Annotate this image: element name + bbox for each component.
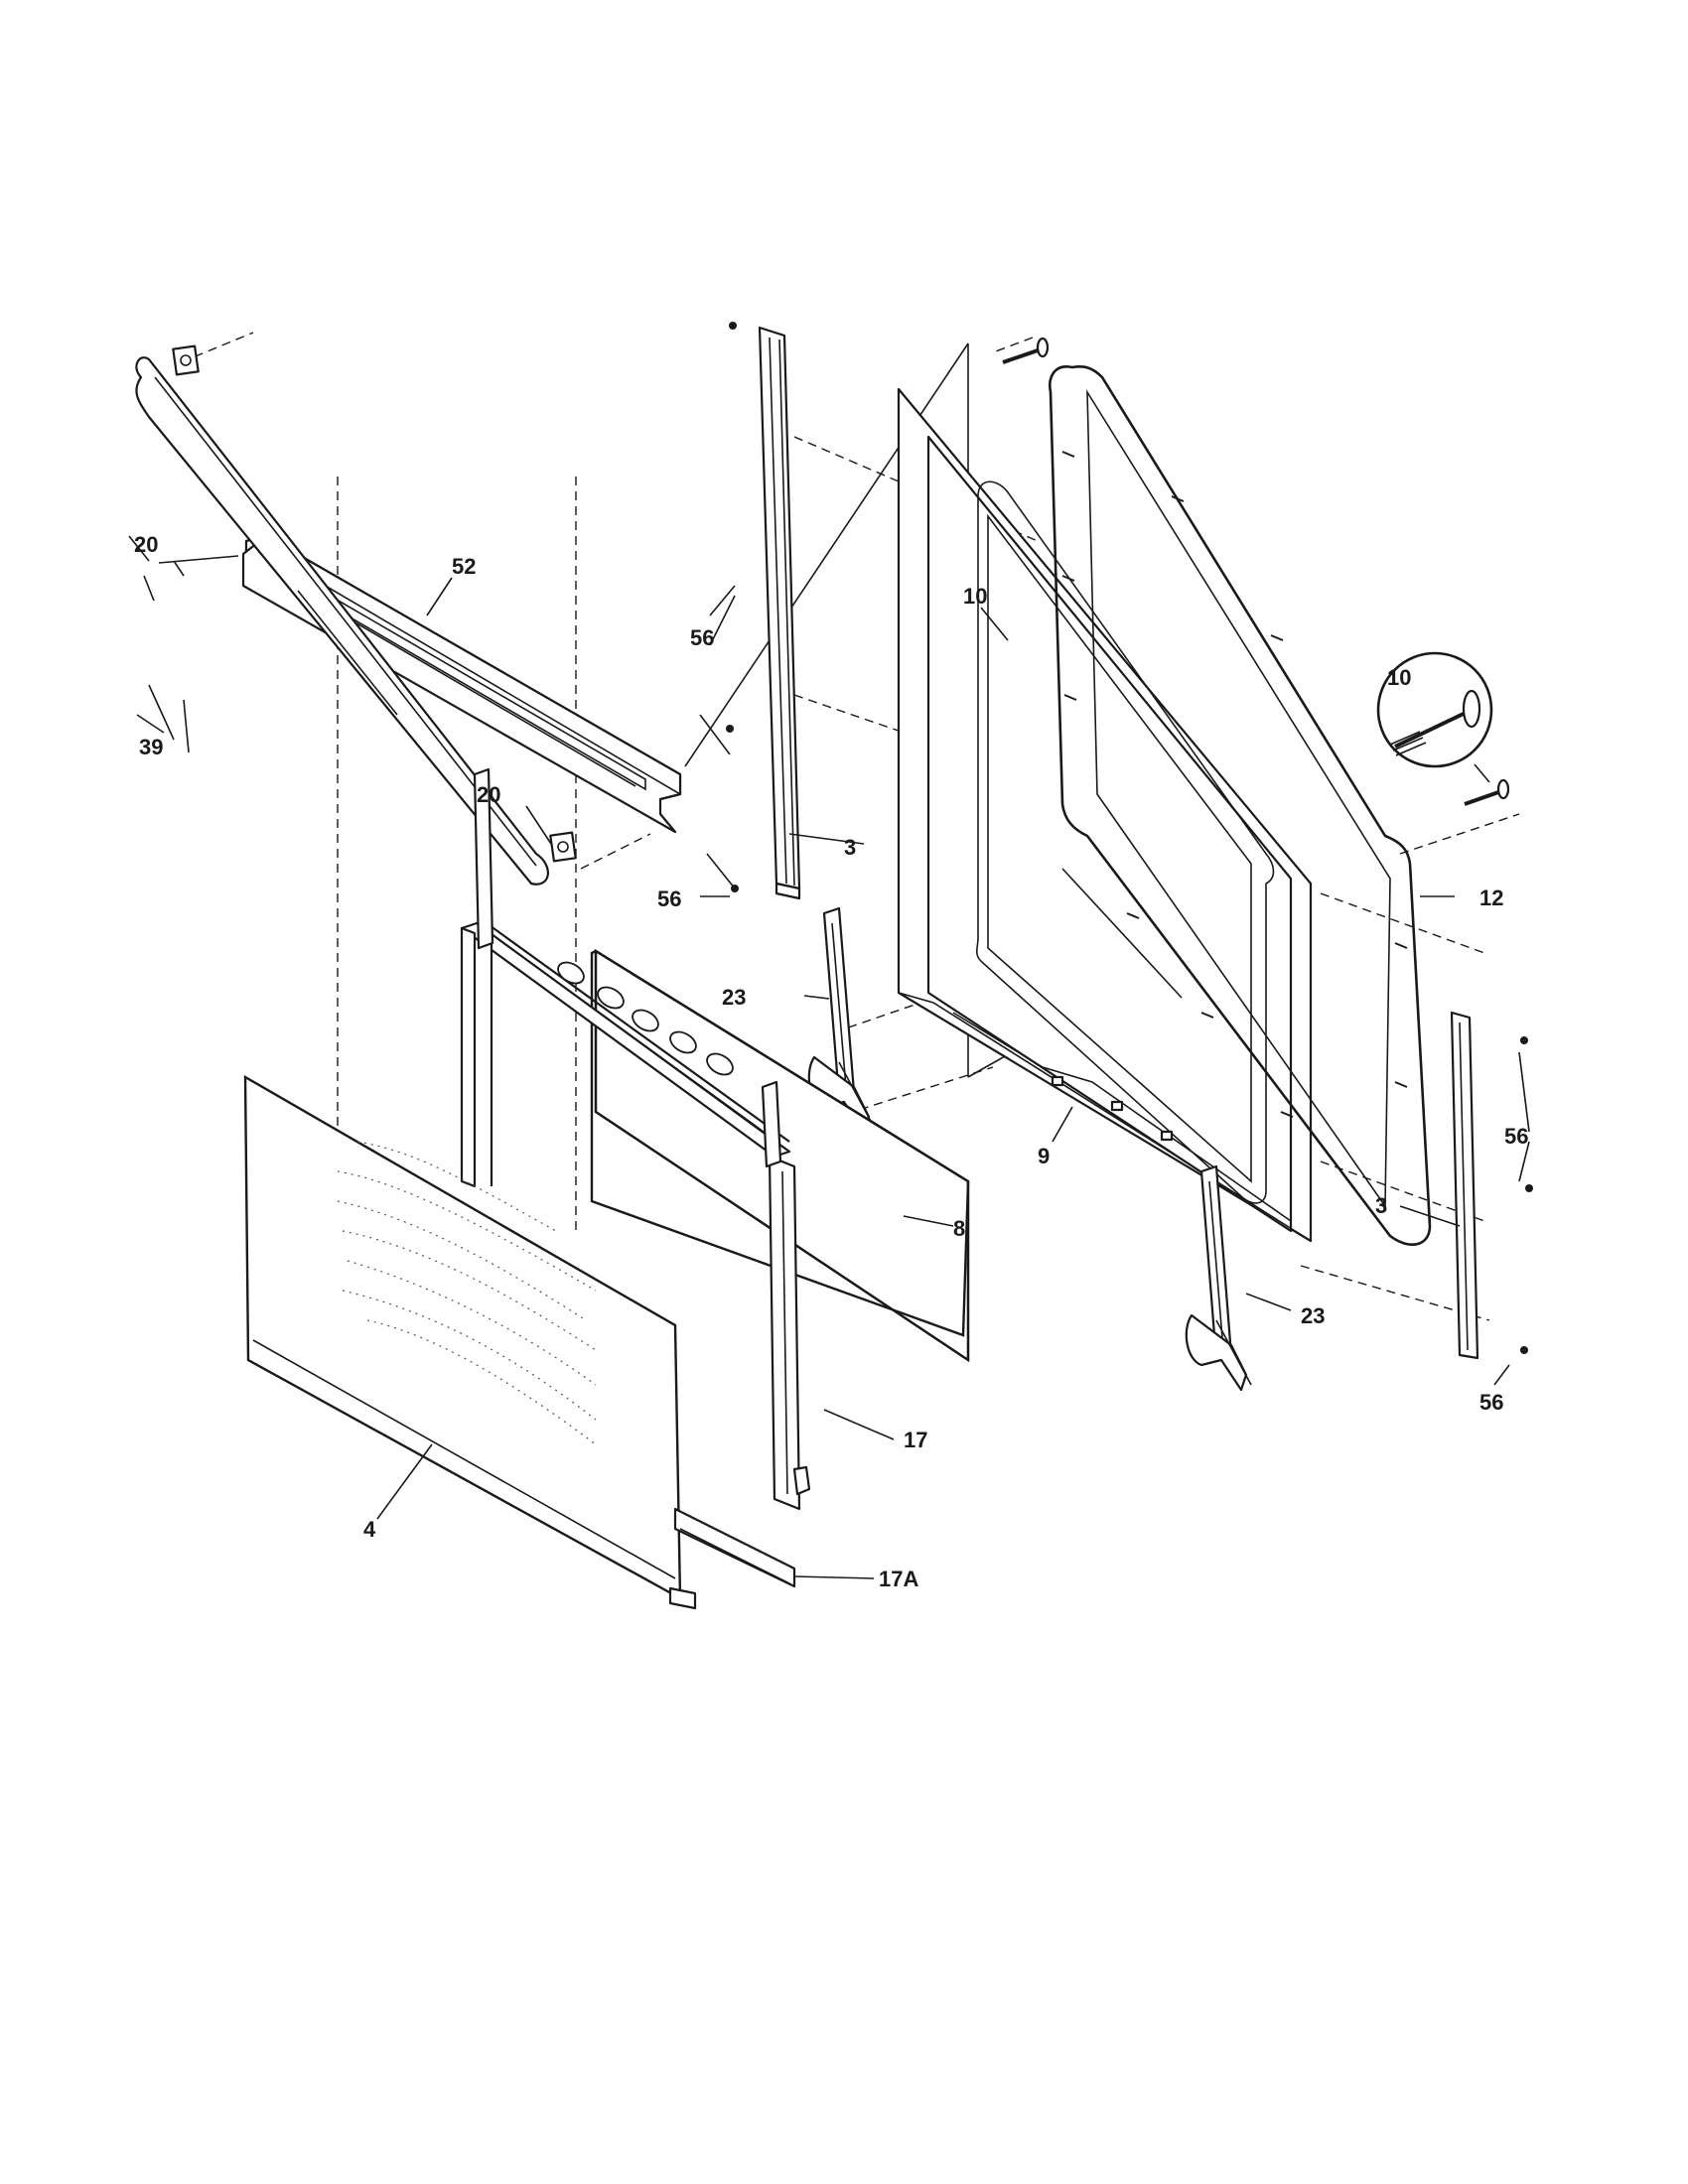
callout-20-lower: 20 (477, 782, 500, 807)
callout-3-upper: 3 (844, 835, 856, 860)
leader-lines (128, 535, 1530, 1579)
callout-8: 8 (953, 1216, 965, 1241)
callout-labels: 20 52 39 20 56 3 56 10 10 12 23 9 56 3 2… (134, 532, 1528, 1591)
door-channel-part-3-right (1450, 1011, 1479, 1360)
callout-9: 9 (1038, 1144, 1050, 1168)
end-cap-part-20-lower (549, 831, 577, 863)
bottom-trim-part-17A (668, 1507, 796, 1610)
callout-56-mid: 56 (657, 887, 681, 911)
callout-52: 52 (452, 554, 476, 579)
callout-17: 17 (904, 1428, 927, 1452)
gasket-part-12 (1049, 365, 1432, 1246)
door-frame-part-17 (460, 767, 811, 1511)
callout-3-right: 3 (1375, 1193, 1387, 1218)
hinge-pin-part-10-upper (1002, 337, 1050, 364)
screws-part-56 (726, 322, 1533, 1354)
handle-part-39 (135, 356, 549, 886)
callout-39: 39 (139, 735, 163, 759)
hinge-pin-part-10-lower (1464, 778, 1510, 806)
callout-23-upper: 23 (722, 985, 746, 1010)
callout-17A: 17A (879, 1567, 918, 1591)
callout-10-upper: 10 (963, 584, 987, 609)
callout-23-lower: 23 (1301, 1303, 1325, 1328)
end-cap-part-20-upper (172, 344, 200, 376)
callout-12: 12 (1479, 886, 1503, 910)
callout-20-upper: 20 (134, 532, 158, 557)
callout-56-upper: 56 (690, 625, 714, 650)
door-channel-part-3-upper (758, 326, 801, 900)
outer-glass-part-4 (243, 1074, 682, 1601)
callout-4: 4 (363, 1517, 376, 1542)
callout-56-bottom: 56 (1479, 1390, 1503, 1415)
callout-10-detail: 10 (1387, 665, 1411, 690)
hinge-part-23-lower (1185, 1164, 1252, 1392)
glass-reflection-texture (337, 1141, 597, 1445)
door-liner-part-9 (897, 387, 1313, 1243)
callout-56-right: 56 (1504, 1124, 1528, 1149)
detail-inset-part-10 (1376, 651, 1493, 783)
